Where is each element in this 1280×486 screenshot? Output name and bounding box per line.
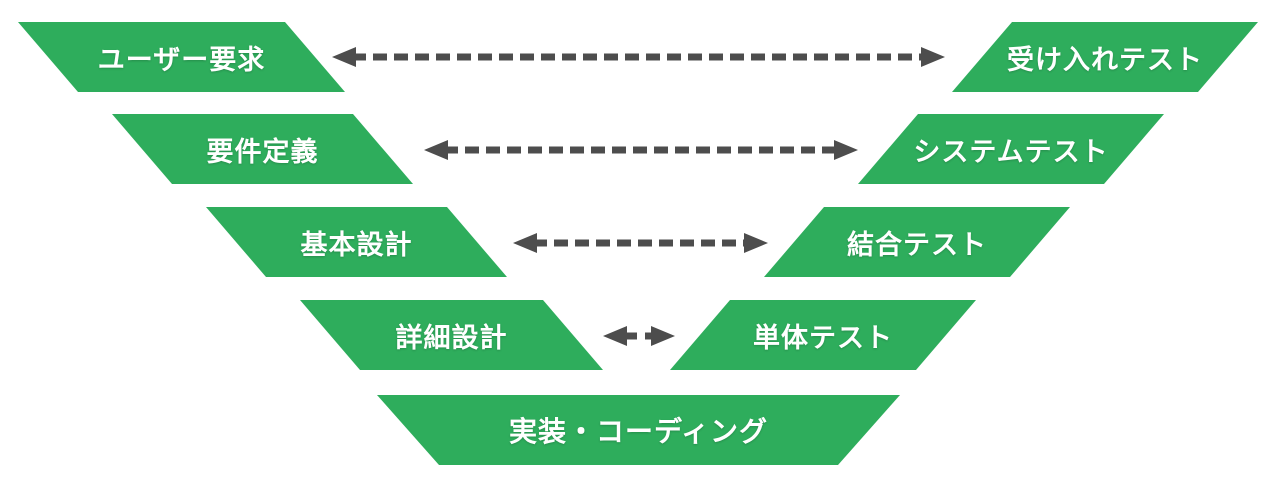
stage-label: 単体テスト bbox=[753, 322, 893, 353]
stage-user-requirements: ユーザー要求 bbox=[18, 22, 345, 92]
stage-requirements-definition: 要件定義 bbox=[112, 114, 413, 184]
stage-label: 結合テスト bbox=[847, 229, 987, 260]
stage-label: 詳細設計 bbox=[395, 322, 508, 353]
stage-label: システムテスト bbox=[913, 136, 1109, 167]
stage-system-test: システムテスト bbox=[858, 114, 1164, 184]
dashed-double-arrow-row4 bbox=[603, 326, 675, 346]
stage-detailed-design: 詳細設計 bbox=[300, 300, 603, 370]
dashed-double-arrow-row1 bbox=[332, 47, 945, 67]
stage-integration-test: 結合テスト bbox=[764, 207, 1070, 277]
stage-label: 受け入れテスト bbox=[1007, 44, 1203, 75]
stage-unit-test: 単体テスト bbox=[670, 300, 976, 370]
stage-acceptance-test: 受け入れテスト bbox=[952, 22, 1258, 92]
stage-label: 要件定義 bbox=[206, 136, 319, 167]
dashed-double-arrow-row3 bbox=[513, 233, 768, 253]
stage-label: ユーザー要求 bbox=[97, 44, 266, 75]
stage-basic-design: 基本設計 bbox=[206, 207, 507, 277]
dashed-double-arrow-row2 bbox=[424, 140, 858, 160]
stage-implementation-coding: 実装・コーディング bbox=[377, 395, 900, 465]
stage-label: 実装・コーディング bbox=[508, 416, 769, 447]
stage-label: 基本設計 bbox=[300, 229, 413, 260]
